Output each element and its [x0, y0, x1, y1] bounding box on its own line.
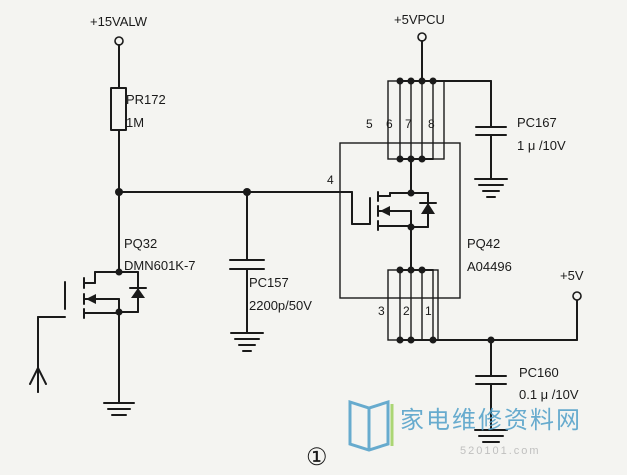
pc167-ref: PC167: [517, 115, 557, 130]
watermark-sub: 520101.com: [460, 445, 541, 457]
pr172-ref: PR172: [126, 92, 166, 107]
pq32-arrow: [86, 294, 96, 304]
pc160-value: 0.1 μ /10V: [519, 387, 579, 402]
pq42-pin7: 7: [405, 117, 412, 131]
pq42-pin5: 5: [366, 117, 373, 131]
ground-pq32: [103, 402, 135, 416]
pq42-ref: PQ42: [467, 236, 500, 251]
figure-marker: ①: [306, 443, 328, 471]
pq42-pin3: 3: [378, 304, 385, 318]
capacitor-pc157: PC157 2200p/50V: [229, 191, 312, 334]
pq42-part: A04496: [467, 259, 512, 274]
input-arrow: [29, 367, 47, 393]
ground-pc167: [474, 178, 508, 198]
pq42-diode: [421, 203, 435, 214]
pc157-ref: PC157: [249, 275, 289, 290]
rail-15valw: +15VALW: [90, 14, 148, 89]
pq42-pin1: 1: [425, 304, 432, 318]
pq32-diode: [131, 288, 145, 298]
pc157-value: 2200p/50V: [249, 298, 312, 313]
rail-5v-terminal: [572, 291, 582, 301]
rail-15valw-terminal: [114, 36, 124, 46]
resistor-pr172-body: [110, 87, 127, 131]
control-node: [115, 188, 353, 196]
capacitor-pc160: PC160 0.1 μ /10V: [475, 339, 579, 431]
pq42-pin4: 4: [327, 173, 334, 187]
pq42-pin8: 8: [428, 117, 435, 131]
ground-pc160: [474, 429, 508, 443]
pc160-ref: PC160: [519, 365, 559, 380]
rail-5v: +5V: [399, 268, 584, 344]
pq42-pin6: 6: [386, 117, 393, 131]
capacitor-pc167: PC167 1 μ /10V: [475, 80, 566, 180]
mosfet-pq32: PQ32 DMN601K-7: [37, 191, 196, 404]
watermark: 家电维修资料网 520101.com: [348, 399, 582, 457]
pr172-value: 1M: [126, 115, 144, 130]
mosfet-pq42: 5 6 7 8 4: [327, 80, 512, 344]
pq42-arrow: [380, 206, 390, 216]
pq32-part: DMN601K-7: [124, 258, 196, 273]
rail-5vpcu: +5VPCU: [394, 12, 492, 85]
rail-5vpcu-terminal: [417, 32, 427, 42]
pq42-pin2: 2: [403, 304, 410, 318]
pq32-ref: PQ32: [124, 236, 157, 251]
watermark-text: 家电维修资料网: [400, 406, 582, 434]
junction-dot: [396, 155, 404, 163]
pc167-value: 1 μ /10V: [517, 138, 566, 153]
rail-15valw-label: +15VALW: [90, 14, 148, 29]
watermark-book-icon: [348, 399, 394, 452]
junction-dot: [418, 155, 426, 163]
resistor-pr172: PR172 1M: [110, 87, 166, 193]
rail-5vpcu-label: +5VPCU: [394, 12, 445, 27]
pq42-drain-pins-box: [387, 80, 445, 160]
rail-5v-label: +5V: [560, 268, 584, 283]
ground-pc157: [230, 332, 264, 352]
